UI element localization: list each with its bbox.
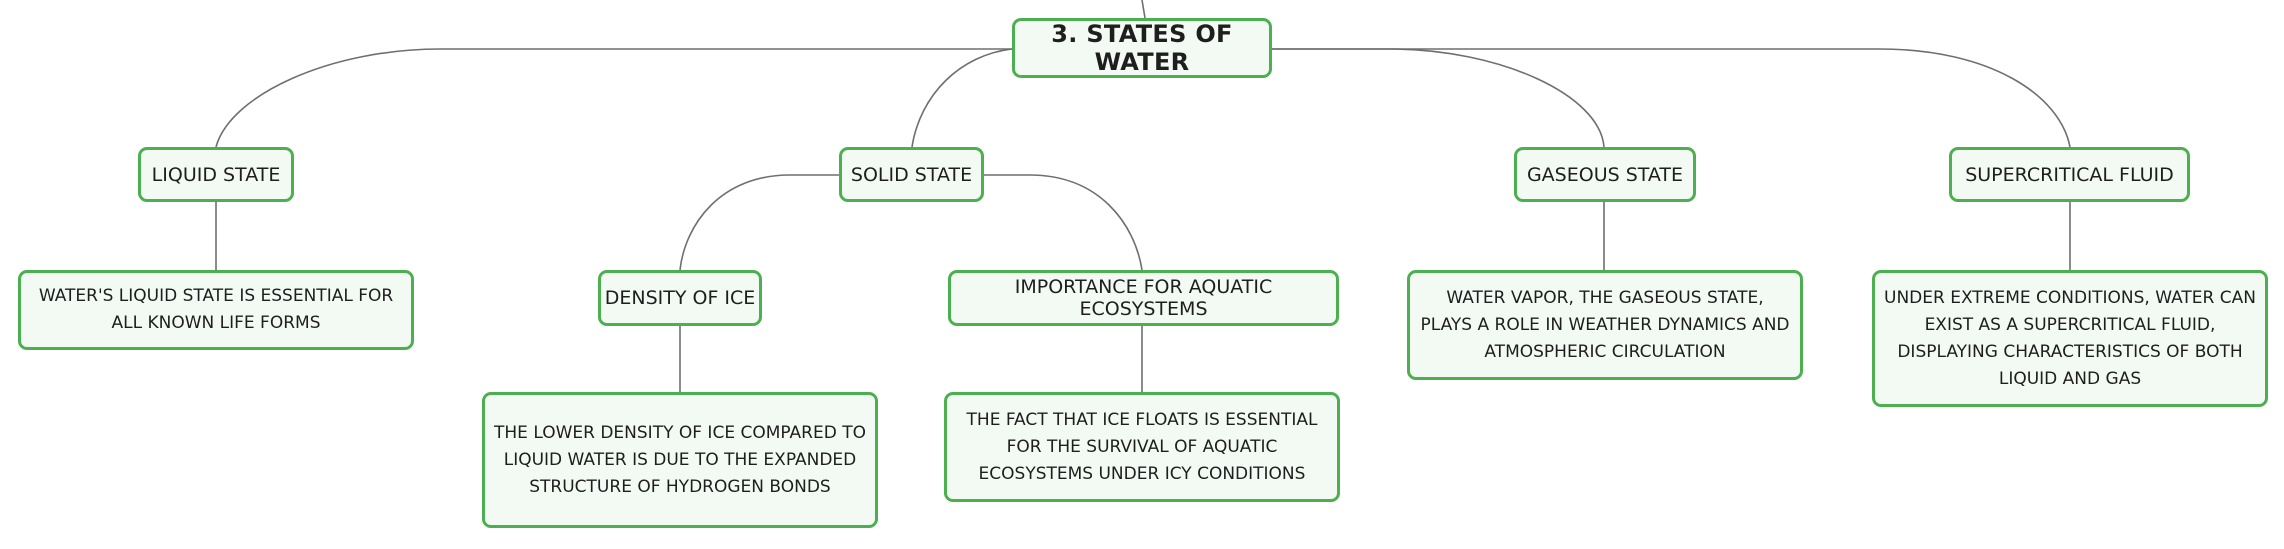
subtopic-liquid-state-detail[interactable]: WATER'S LIQUID STATE IS ESSENTIAL FOR AL… <box>18 270 414 350</box>
subtopic-density-of-ice-detail[interactable]: THE LOWER DENSITY OF ICE COMPARED TO LIQ… <box>482 392 878 528</box>
topic-importance-for-aquatic-ecosystems-label: IMPORTANCE FOR AQUATIC ECOSYSTEMS <box>1014 276 1273 320</box>
topic-gaseous-state[interactable]: GASEOUS STATE <box>1514 147 1696 202</box>
root-topic-label: 3. STATES OF WATER <box>1051 20 1233 76</box>
topic-importance-for-aquatic-ecosystems[interactable]: IMPORTANCE FOR AQUATIC ECOSYSTEMS <box>948 270 1339 326</box>
connector-root-supercritical <box>1272 48 2071 148</box>
subtopic-density-of-ice-detail-text: THE LOWER DENSITY OF ICE COMPARED TO LIQ… <box>494 422 866 497</box>
topic-supercritical-fluid[interactable]: SUPERCRITICAL FLUID <box>1949 147 2190 202</box>
subtopic-aquatic-ecosystems-detail-text: THE FACT THAT ICE FLOATS IS ESSENTIAL FO… <box>966 409 1318 484</box>
topic-supercritical-fluid-label: SUPERCRITICAL FLUID <box>1965 163 2174 186</box>
subtopic-supercritical-fluid-detail[interactable]: UNDER EXTREME CONDITIONS, WATER CAN EXIS… <box>1872 270 2268 407</box>
subtopic-gaseous-state-detail-text: WATER VAPOR, THE GASEOUS STATE, PLAYS A … <box>1420 287 1790 362</box>
topic-liquid-state-label: LIQUID STATE <box>151 163 281 186</box>
topic-density-of-ice-label: DENSITY OF ICE <box>604 287 756 309</box>
connector-root-gaseous <box>1272 48 1605 148</box>
subtopic-gaseous-state-detail[interactable]: WATER VAPOR, THE GASEOUS STATE, PLAYS A … <box>1407 270 1803 380</box>
connector-solid-density <box>679 174 839 271</box>
subtopic-liquid-state-detail-text: WATER'S LIQUID STATE IS ESSENTIAL FOR AL… <box>38 286 394 333</box>
connector-solid-aquatic <box>984 174 1143 271</box>
topic-liquid-state[interactable]: LIQUID STATE <box>138 147 294 202</box>
topic-density-of-ice[interactable]: DENSITY OF ICE <box>598 270 762 326</box>
subtopic-supercritical-fluid-detail-text: UNDER EXTREME CONDITIONS, WATER CAN EXIS… <box>1884 287 2256 389</box>
topic-solid-state[interactable]: SOLID STATE <box>839 147 984 202</box>
connector-root-solid <box>911 48 1013 148</box>
subtopic-aquatic-ecosystems-detail[interactable]: THE FACT THAT ICE FLOATS IS ESSENTIAL FO… <box>944 392 1340 502</box>
topic-gaseous-state-label: GASEOUS STATE <box>1526 163 1684 186</box>
connector-root-parent <box>1141 0 1146 19</box>
topic-solid-state-label: SOLID STATE <box>850 163 973 186</box>
connector-root-liquid <box>215 48 1012 148</box>
root-topic-states-of-water[interactable]: 3. STATES OF WATER <box>1012 18 1272 78</box>
